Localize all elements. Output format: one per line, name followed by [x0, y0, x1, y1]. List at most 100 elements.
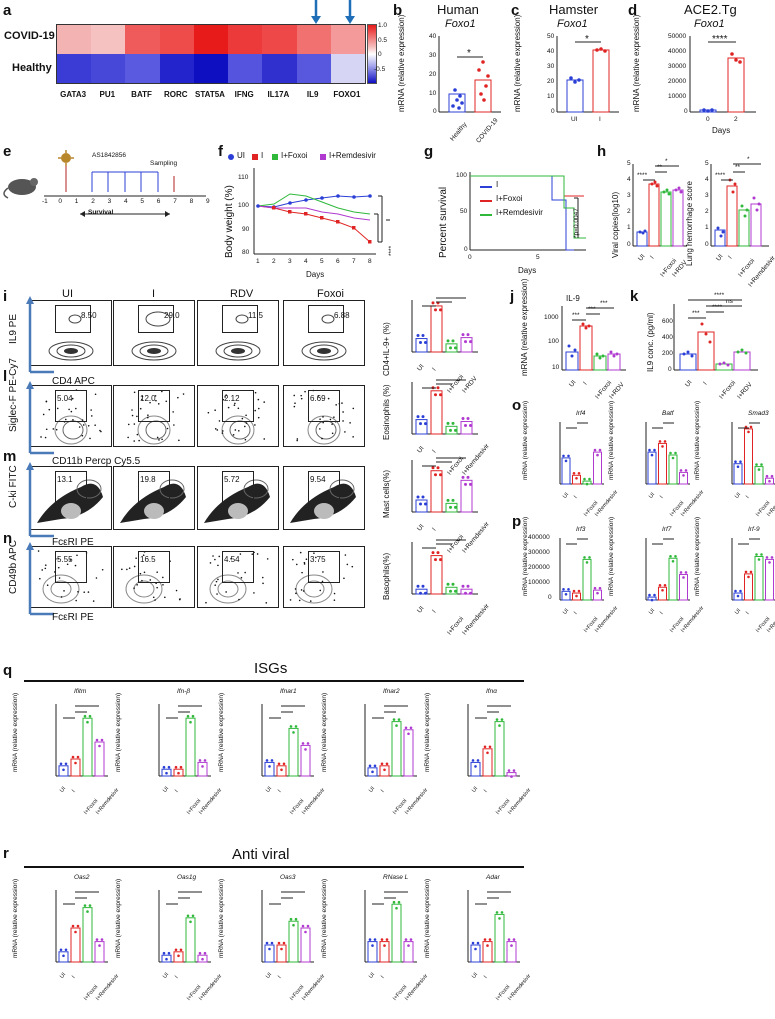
panel-j-chart	[512, 290, 630, 390]
panel-r-ylabel: mRNA (relative expression)	[115, 879, 122, 958]
facs-plot-n: 4.54	[197, 546, 279, 608]
facs-gate-value: 4.54	[224, 555, 240, 564]
panel-q-ylabel: mRNA (relative expression)	[12, 693, 19, 772]
facs-gate-value: 29.0	[164, 311, 180, 320]
facs-gate-value: 8.50	[81, 311, 97, 320]
facs-plot-n: 3.75	[283, 546, 365, 608]
panel-r-gene: Oas1g	[177, 874, 196, 881]
side-bar-ylabel: Mast cells(%)	[382, 470, 391, 518]
facs-n-xlabel: FcεRI PE	[52, 612, 94, 623]
panel-k-ytick: 400	[662, 334, 673, 341]
facs-gate-value: 6.88	[334, 311, 350, 320]
panel-j-sig: ***	[588, 306, 596, 313]
panel-r-gene: Adar	[486, 874, 500, 881]
panel-p-ytick: 0	[548, 594, 552, 601]
facs-i-col-foxoi: Foxoi	[317, 288, 344, 300]
section-antiviral-line	[24, 866, 524, 868]
facs-gate-value: 5.55	[57, 555, 73, 564]
panel-o-2: Smad3mRNA (relative expression)UIII+Foxo…	[692, 410, 775, 520]
panel-p-2: Irf-9mRNA (relative expression)UIII+Foxo…	[692, 526, 775, 636]
panel-q-ylabel: mRNA (relative expression)	[424, 693, 431, 772]
panel-k-il9-conc: IL9 conc. (pg/ml) *** **** ns **** 600 4…	[630, 290, 773, 390]
panel-o-1: BatfmRNA (relative expression)UIII+Foxoi…	[606, 410, 692, 520]
panel-r-ylabel: mRNA (relative expression)	[321, 879, 328, 958]
facs-gate-value: 2.12	[224, 394, 240, 403]
panel-k-sig: ****	[714, 292, 724, 299]
section-isgs-title: ISGs	[254, 660, 287, 677]
panel-j-ytick: 100	[548, 338, 559, 345]
panel-k-ytick: 600	[662, 318, 673, 325]
panel-k-sig: ****	[712, 304, 722, 311]
panel-k-ytick: 200	[662, 350, 673, 357]
panel-o-ylabel: mRNA (relative expression)	[522, 401, 529, 480]
panel-r-gene: Oas2	[74, 874, 90, 881]
panel-q-3: Ifnar2mRNA (relative expression)UIII+Fox…	[317, 688, 420, 828]
facs-plot-i: 29.0	[113, 300, 195, 366]
facs-i-ylabel: IL9 PE	[8, 314, 19, 344]
panel-j-il9: IL-9 mRNA (relative expression) *** *** …	[512, 290, 630, 390]
facs-l-xlabel: CD11b Percp Cy5.5	[52, 456, 140, 467]
facs-m-ylabel: C-ki FITC	[8, 465, 19, 508]
panel-o-gene: Smad3	[748, 410, 769, 417]
panel-p-gene: Irf-9	[748, 526, 760, 533]
facs-gate-value: 5.04	[57, 394, 73, 403]
facs-plot-m: 5.72	[197, 466, 279, 530]
facs-gate-value: 9.54	[310, 475, 326, 484]
facs-i-col-i: I	[152, 288, 155, 300]
panel-k-sig: ***	[692, 310, 700, 317]
panel-k-ytick: 0	[668, 366, 672, 373]
facs-gate-value: 3.75	[310, 555, 326, 564]
panel-r-ylabel: mRNA (relative expression)	[12, 879, 19, 958]
panel-q-gene: Ifn-β	[177, 688, 190, 695]
facs-gate-value: 12.0	[140, 394, 156, 403]
facs-gate-value: 16.5	[140, 555, 156, 564]
panel-j-ytick: 10	[552, 364, 559, 371]
panel-p-1: Irf7mRNA (relative expression)UIII+Foxoi…	[606, 526, 692, 636]
panel-j-sig: ***	[600, 300, 608, 307]
panel-p-ytick: 200000	[528, 564, 550, 571]
facs-plot-l: 6.69	[283, 385, 365, 447]
panel-p-gene: Irf7	[662, 526, 671, 533]
facs-gate-value: 11.5	[248, 311, 263, 320]
panel-r-2: Oas3mRNA (relative expression)UIII+Foxoi…	[214, 874, 317, 1014]
panel-q-ylabel: mRNA (relative expression)	[115, 693, 122, 772]
panel-p-ytick: 100000	[528, 579, 550, 586]
panel-q-gene: Ifnα	[486, 688, 497, 695]
facs-n-ylabel: CD49b APC	[8, 540, 19, 594]
facs-plot-m: 19.8	[113, 466, 195, 530]
side-bar-ylabel: Eosinophils (%)	[382, 384, 391, 440]
panel-o-ylabel: mRNA (relative expression)	[694, 401, 701, 480]
panel-p-ytick: 400000	[528, 534, 550, 541]
panel-label-q: q	[3, 662, 12, 679]
facs-plot-l: 2.12	[197, 385, 279, 447]
panel-o-gene: Irf4	[576, 410, 585, 417]
facs-plot-m: 9.54	[283, 466, 365, 530]
facs-gate-value: 19.8	[140, 475, 156, 484]
panel-o-gene: Batf	[662, 410, 674, 417]
panel-q-gene: Ifnar2	[383, 688, 400, 695]
facs-plot-n: 16.5	[113, 546, 195, 608]
facs-i-col-ui: UI	[62, 288, 73, 300]
panel-o-0: Irf4mRNA (relative expression)UIII+Foxoi…	[520, 410, 606, 520]
facs-gate-value: 6.69	[310, 394, 326, 403]
panel-r-ylabel: mRNA (relative expression)	[218, 879, 225, 958]
panel-q-gene: Ifnar1	[280, 688, 297, 695]
panel-r-gene: RNase L	[383, 874, 408, 881]
panel-r-4: AdarmRNA (relative expression)UIII+Foxoi…	[420, 874, 523, 1014]
facs-plot-i: 11.5	[197, 300, 279, 366]
facs-m-xlabel: FcεRI PE	[52, 537, 94, 548]
facs-i-col-rdv: RDV	[230, 288, 253, 300]
section-antiviral-title: Anti viral	[232, 846, 290, 863]
panel-p-ylabel: mRNA (relative expression)	[694, 517, 701, 596]
panel-q-4: IfnαmRNA (relative expression)UIII+Foxoi…	[420, 688, 523, 828]
panel-r-1: Oas1gmRNA (relative expression)UIII+Foxo…	[111, 874, 214, 1014]
panel-q-1: Ifn-βmRNA (relative expression)UIII+Foxo…	[111, 688, 214, 828]
panel-q-ylabel: mRNA (relative expression)	[218, 693, 225, 772]
section-isgs-line	[24, 680, 524, 682]
facs-l-ylabel: Siglec-F PE-Cy7	[8, 358, 19, 432]
panel-j-sig: ***	[572, 312, 580, 319]
panel-k-chart	[630, 290, 773, 390]
panel-q-ylabel: mRNA (relative expression)	[321, 693, 328, 772]
side-bar-ylabel: CD4+IL-9+ (%)	[382, 322, 391, 376]
side-bar-n: Basophils(%)UIII+FoxoiI+Remdesivir	[378, 538, 508, 638]
